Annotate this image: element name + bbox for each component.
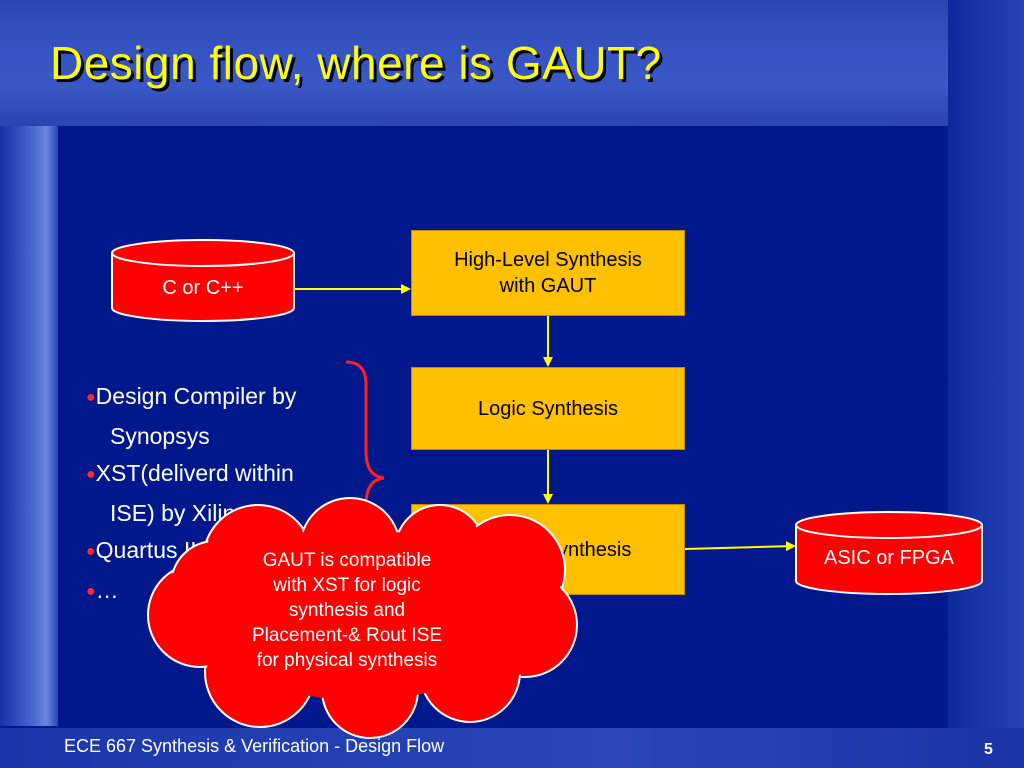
slide-title: Design flow, where is GAUT?	[50, 37, 662, 89]
bullet-item: ●…	[86, 577, 119, 603]
bullet-dot-icon: ●	[86, 543, 96, 560]
input-cylinder-label: C or C++	[162, 277, 244, 299]
output-cylinder-label: ASIC or FPGA	[823, 547, 955, 569]
hls-line1: High-Level Synthesis	[454, 249, 642, 271]
input-cylinder	[111, 239, 295, 322]
footer-label: ECE 667 Synthesis & Verification - Desig…	[64, 736, 445, 756]
bullet-item: ●Design Compiler by	[86, 383, 297, 409]
arrow-physical-to-output	[684, 541, 796, 552]
box-logic-synthesis: Logic Synthesis	[411, 367, 685, 450]
bullet-dot-icon: ●	[86, 583, 96, 600]
title-band	[0, 0, 948, 126]
callout-text: GAUT is compatible with XST for logic sy…	[251, 550, 443, 671]
bullet-dot-icon: ●	[86, 389, 96, 406]
bullet-item: ●XST(deliverd within	[86, 460, 294, 486]
bullet-dot-icon: ●	[86, 466, 96, 483]
page-number: 5	[984, 741, 993, 758]
left-decor-strip	[0, 126, 58, 726]
hls-line2: with GAUT	[499, 275, 597, 297]
right-decor-strip	[948, 0, 1024, 768]
footer-band	[0, 728, 1024, 768]
logic-label: Logic Synthesis	[477, 397, 619, 420]
bullet-item-cont: Synopsys	[110, 423, 210, 449]
box-high-level-synthesis: High-Level Synthesis with GAUT	[411, 230, 685, 316]
tool-bullet-list: ●Design Compiler by Synopsys ●XST(delive…	[86, 378, 296, 612]
output-cylinder	[795, 511, 983, 595]
